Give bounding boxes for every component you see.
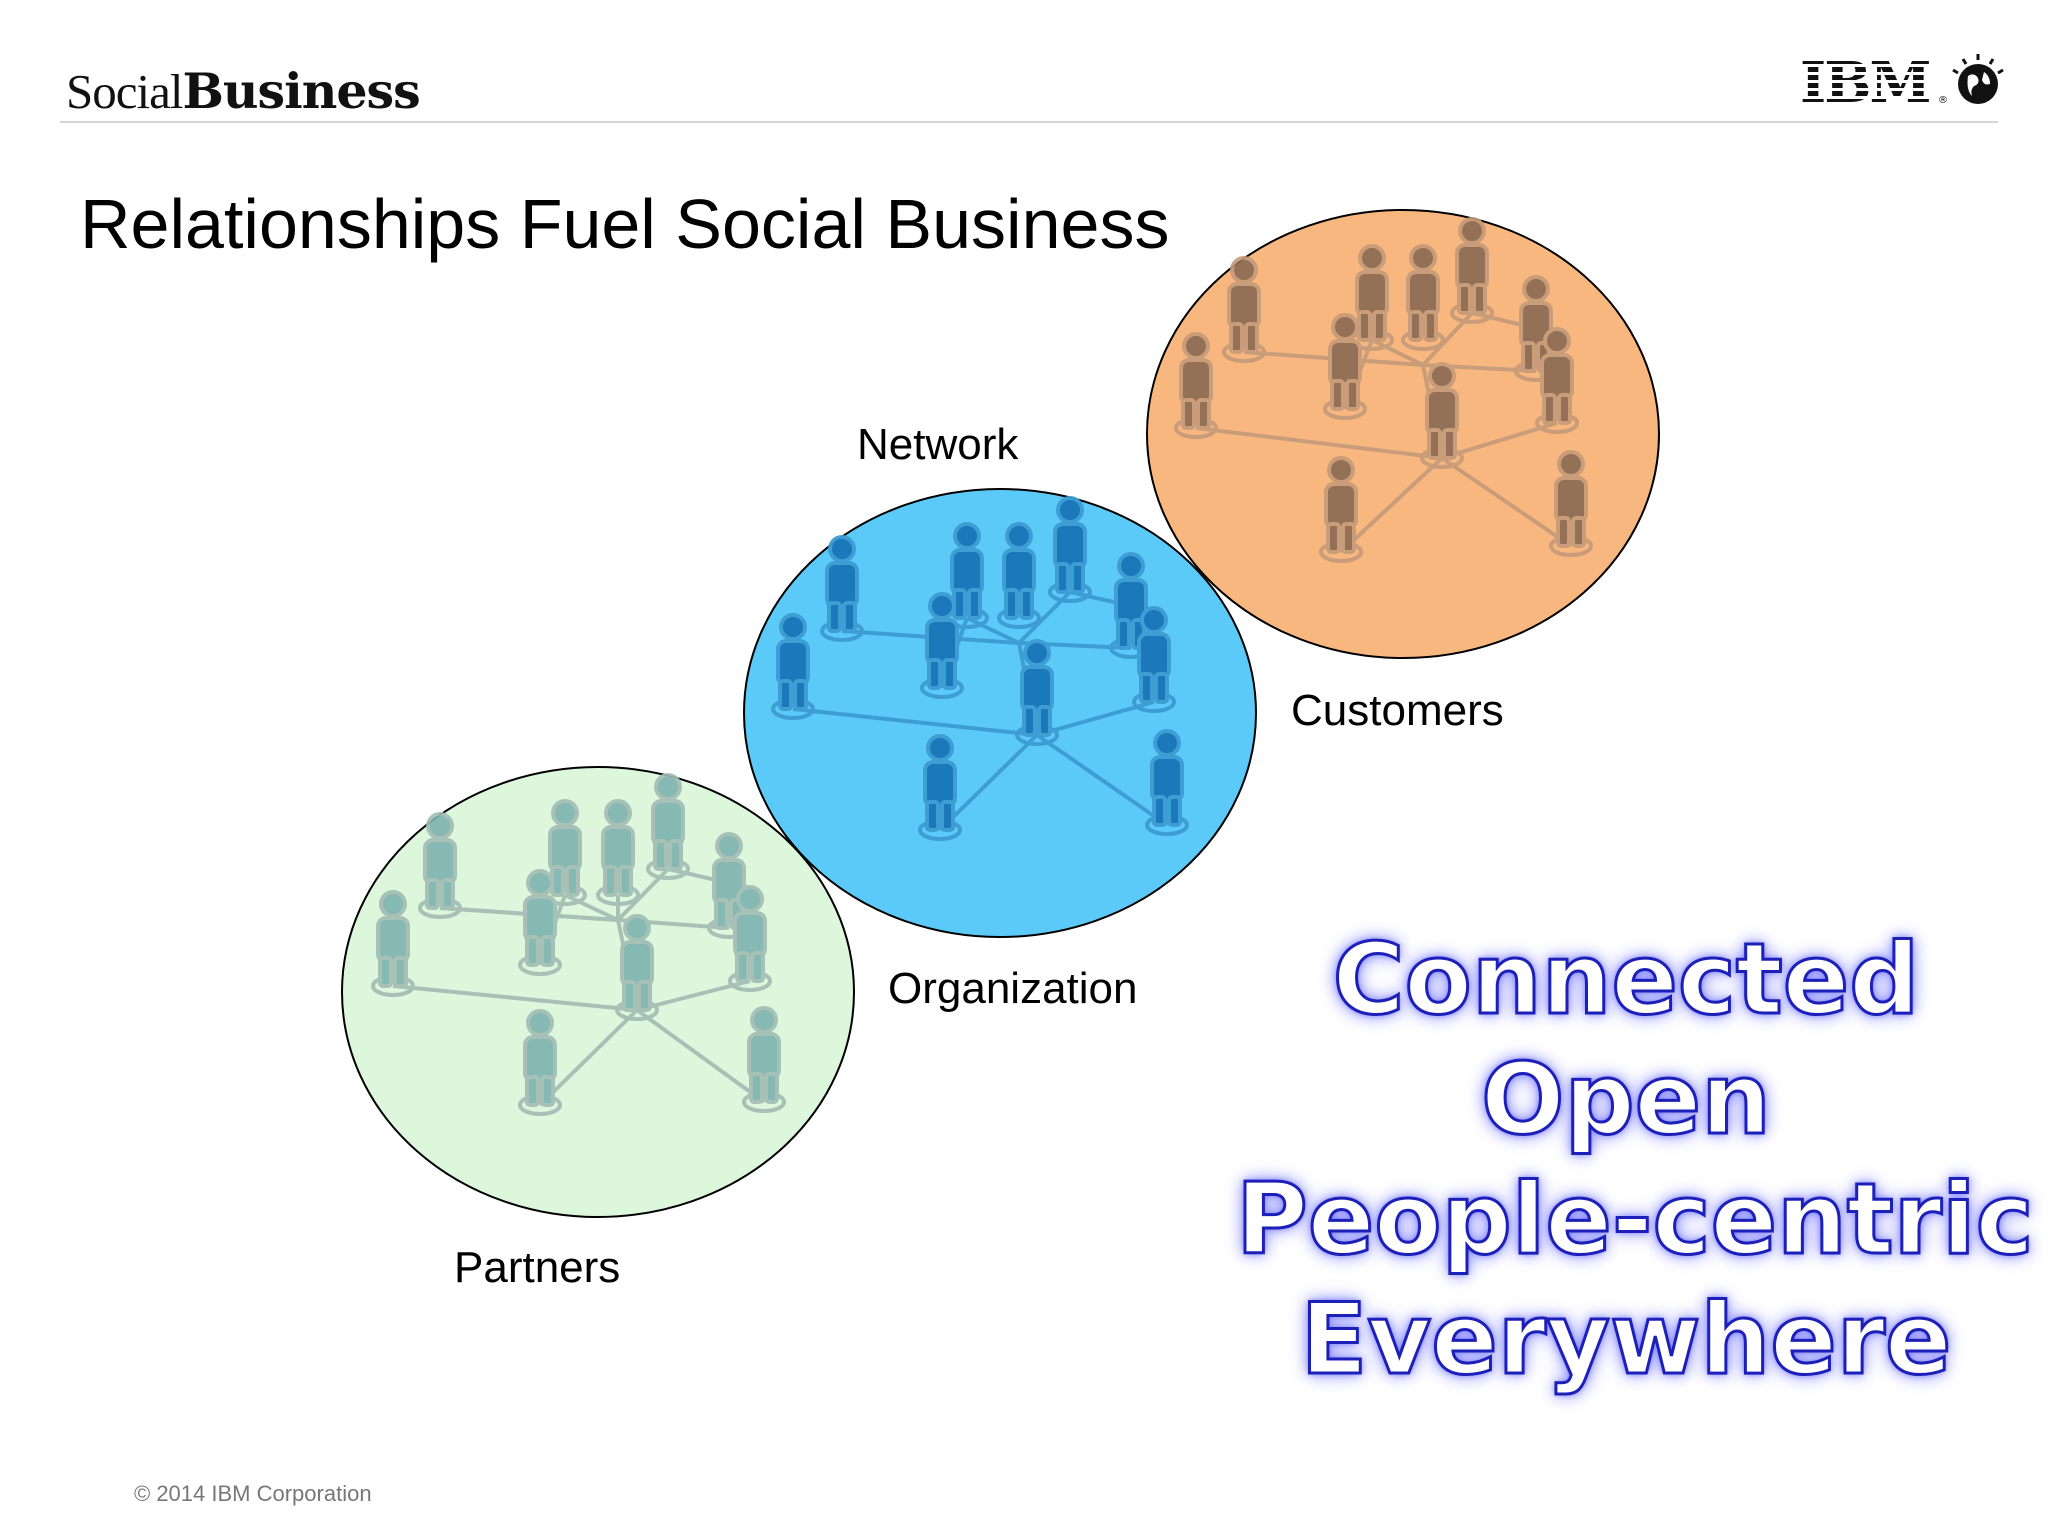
ibm-registered-mark: ® — [1938, 95, 1948, 106]
value-connected: Connected — [1331, 922, 1921, 1039]
header-divider — [60, 121, 1998, 123]
value-everywhere: Everywhere — [1299, 1282, 1953, 1399]
slide-title: Relationships Fuel Social Business — [80, 185, 1170, 263]
brand-business: Business — [182, 62, 420, 120]
circle-partners — [341, 766, 855, 1218]
social-business-logo: SocialBusiness — [66, 62, 421, 120]
copyright-footer: © 2014 IBM Corporation — [134, 1481, 372, 1506]
organization-label: Organization — [888, 964, 1138, 1013]
ibm-logo: IBM ® — [1798, 50, 2004, 112]
value-open: Open — [1480, 1042, 1773, 1159]
partners-network — [371, 773, 786, 1116]
brand-social: Social — [66, 64, 183, 119]
partners-label: Partners — [454, 1243, 621, 1292]
organization-network — [771, 496, 1189, 841]
circle-organization — [743, 488, 1257, 938]
social-business-values: Connected Open People-centric Everywhere — [1235, 920, 2036, 1400]
circle-customers — [1146, 209, 1660, 659]
customers-label: Customers — [1291, 686, 1504, 735]
network-label: Network — [857, 420, 1019, 469]
ibm-globe-icon — [1952, 54, 2004, 104]
value-people-centric: People-centric — [1235, 1162, 2036, 1279]
customers-network — [1174, 217, 1593, 563]
